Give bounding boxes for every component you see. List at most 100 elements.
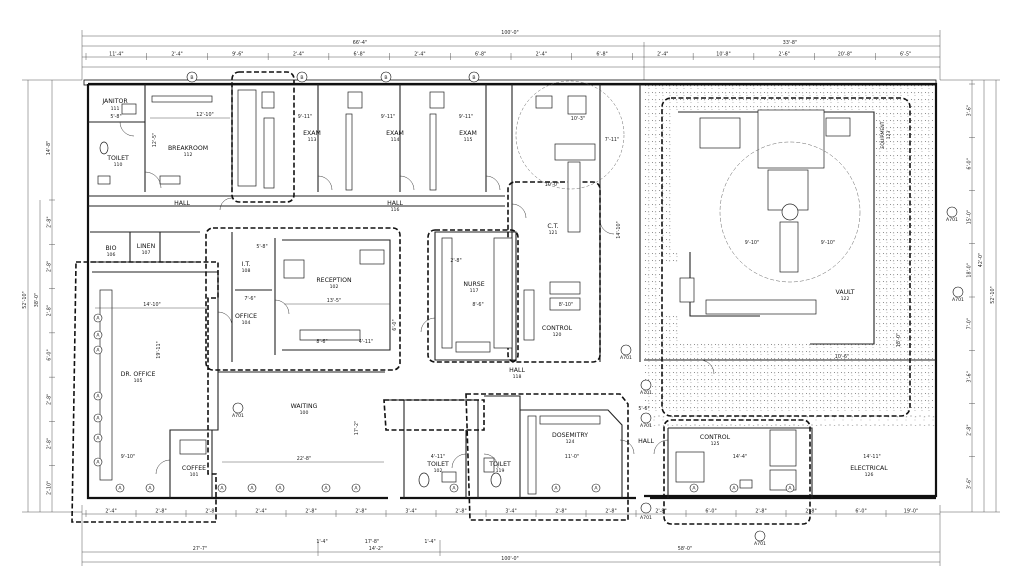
- room-label-hall-right: HALL: [638, 438, 654, 445]
- bottom-seg-label: 3'-4": [405, 509, 416, 515]
- bottom-seg-label: 2'-8": [305, 509, 316, 515]
- left-seg-label: 2'-8": [47, 305, 53, 316]
- top-seg-label: 2'-4": [536, 52, 547, 58]
- top-seg-label: 2'-6": [779, 52, 790, 58]
- top-seg-label: 6'-8": [475, 52, 486, 58]
- dim-overall-bottom: 100'-0": [501, 556, 518, 562]
- dim-dr-office-w: 14'-10": [143, 302, 160, 308]
- dim-left-overall: 52'-10": [22, 291, 28, 308]
- room-number-exam114: 114: [391, 137, 400, 143]
- dim-exam114-w: 9'-11": [381, 114, 395, 120]
- dim-dr-office-low: 9'-10": [121, 454, 135, 460]
- window-marker-label: A: [250, 486, 254, 492]
- window-marker-circle: [729, 483, 739, 493]
- room-number-bio: 106: [107, 252, 116, 258]
- room-label-hall-left: HALL: [174, 200, 190, 207]
- column-marker-2: B: [300, 75, 303, 81]
- window-marker-circle: [247, 483, 257, 493]
- room-number-ct: 121: [549, 230, 558, 236]
- top-seg-label: 6'-5": [900, 52, 911, 58]
- room-number-electrical: 126: [865, 472, 874, 478]
- dim-reception-h: 6'-0": [392, 319, 398, 330]
- window-marker-circle: [689, 483, 699, 493]
- bottom-seg-label: 2'-8": [555, 509, 566, 515]
- dim-nurse-w: 8'-6": [472, 302, 483, 308]
- dim-bottom-left: 27'-7": [193, 546, 207, 552]
- right-dimensions: 52'-10" 42'-0" 3'-6"6'-0"15'-0"18'-0"7'-…: [940, 79, 1000, 513]
- room-label-it: I.T.: [242, 261, 251, 268]
- exterior-walls: [83, 79, 938, 500]
- room-label-dosemitry: DOSEMITRY: [552, 432, 588, 439]
- dim-vault-low: 10'-6": [835, 354, 849, 360]
- room-number-janitor: 111: [111, 106, 120, 112]
- bottom-seg-label: 2'-8": [605, 509, 616, 515]
- dim-breakroom-h: 12'-5": [152, 133, 158, 147]
- elevation-tags: A701 A701 A701 A701 A701 A701 A701 A701: [232, 206, 964, 547]
- window-marker-label: A: [594, 486, 598, 492]
- room-label-exam114: EXAM: [386, 130, 404, 137]
- bottom-seg-label: 2'-4": [255, 509, 266, 515]
- left-dimensions: 52'-10" 38'-0" 14'-8" 2'-8"2'-8"2'-8"6'-…: [22, 79, 82, 513]
- elev-tag-5: A701: [640, 515, 652, 521]
- room-label-linen: LINEN: [137, 243, 156, 250]
- bottom-seg-label: 3'-4": [505, 509, 516, 515]
- room-label-nurse: NURSE: [463, 281, 484, 288]
- right-seg-label: 2'-8": [967, 424, 973, 435]
- room-number-breakroom: 112: [184, 152, 193, 158]
- bottom-seg-label: 19'-0": [904, 509, 918, 515]
- window-marker-circle: [93, 313, 103, 323]
- column-marker-1: B: [190, 75, 193, 81]
- bottom-seg-label: 2'-4": [105, 509, 116, 515]
- column-markers: B B B B: [186, 71, 480, 83]
- dim-left-mid: 38'-0": [34, 293, 40, 307]
- bottom-dimension-segments: 2'-4"2'-8"2'-8"2'-4"2'-8"2'-8"3'-4"2'-8"…: [85, 509, 918, 517]
- bottom-seg-label: 2'-8": [155, 509, 166, 515]
- dim-it-w: 5'-8": [256, 244, 267, 250]
- elev-tag-4: A701: [640, 423, 652, 429]
- left-seg-label: 2'-8": [47, 216, 53, 227]
- top-seg-label: 11'-4": [109, 52, 123, 58]
- window-marker-label: A: [148, 486, 152, 492]
- window-marker-circle: [93, 345, 103, 355]
- right-seg-label: 15'-0": [967, 210, 973, 224]
- dim-waiting-h: 17'-2": [354, 421, 360, 435]
- window-marker-circle: [93, 330, 103, 340]
- left-seg-label: 6'-0": [47, 349, 53, 360]
- dim-vault-w2: 9'-10": [821, 240, 835, 246]
- window-marker-circle: [351, 483, 361, 493]
- elev-tag-1: A701: [232, 413, 244, 419]
- room-labels: JANITOR 111 TOILET 110 BREAKROOM 112 EXA…: [101, 98, 892, 478]
- bottom-seg-label: 6'-0": [855, 509, 866, 515]
- elev-tag-6: A701: [946, 217, 958, 223]
- window-marker-label: A: [554, 486, 558, 492]
- right-seg-label: 7'-0": [967, 318, 973, 329]
- dim-ct-h: 14'-10": [616, 221, 622, 238]
- dim-control-w: 8'-10": [559, 302, 573, 308]
- room-label-vault: VAULT: [836, 289, 855, 296]
- room-label-office: OFFICE: [235, 313, 257, 320]
- dim-reception-w: 13'-5": [327, 298, 341, 304]
- room-number-exam115: 115: [464, 137, 473, 143]
- window-marker-circle: [93, 457, 103, 467]
- room-label-hall116: HALL: [387, 200, 403, 207]
- room-label-ct: C.T.: [547, 223, 558, 230]
- elev-tag-3: A701: [640, 390, 652, 396]
- dim-nurse-top: 2'-8": [450, 258, 461, 264]
- room-label-coffee: COFFEE: [182, 465, 206, 472]
- right-seg-label: 6'-0": [967, 158, 973, 169]
- room-number-dr-office: 105: [134, 378, 143, 384]
- dim-electrical-w: 14'-11": [863, 454, 880, 460]
- room-label-control120: CONTROL: [542, 325, 573, 332]
- window-marker-label: A: [96, 416, 100, 422]
- dim-ct-top: 10'-3": [571, 116, 585, 122]
- dim-janitor-d: 5'-8": [110, 114, 121, 120]
- top-seg-label: 2'-4": [414, 52, 425, 58]
- room-label-toilet102: TOILET: [426, 461, 449, 468]
- room-number-toilet110: 110: [114, 162, 123, 168]
- dim-bottom-mid: 14'-2": [369, 546, 383, 552]
- top-seg-label: 9'-6": [232, 52, 243, 58]
- window-marker-circle: [93, 413, 103, 423]
- right-seg-label: 3'-6": [967, 371, 973, 382]
- elev-tag-8: A701: [754, 541, 766, 547]
